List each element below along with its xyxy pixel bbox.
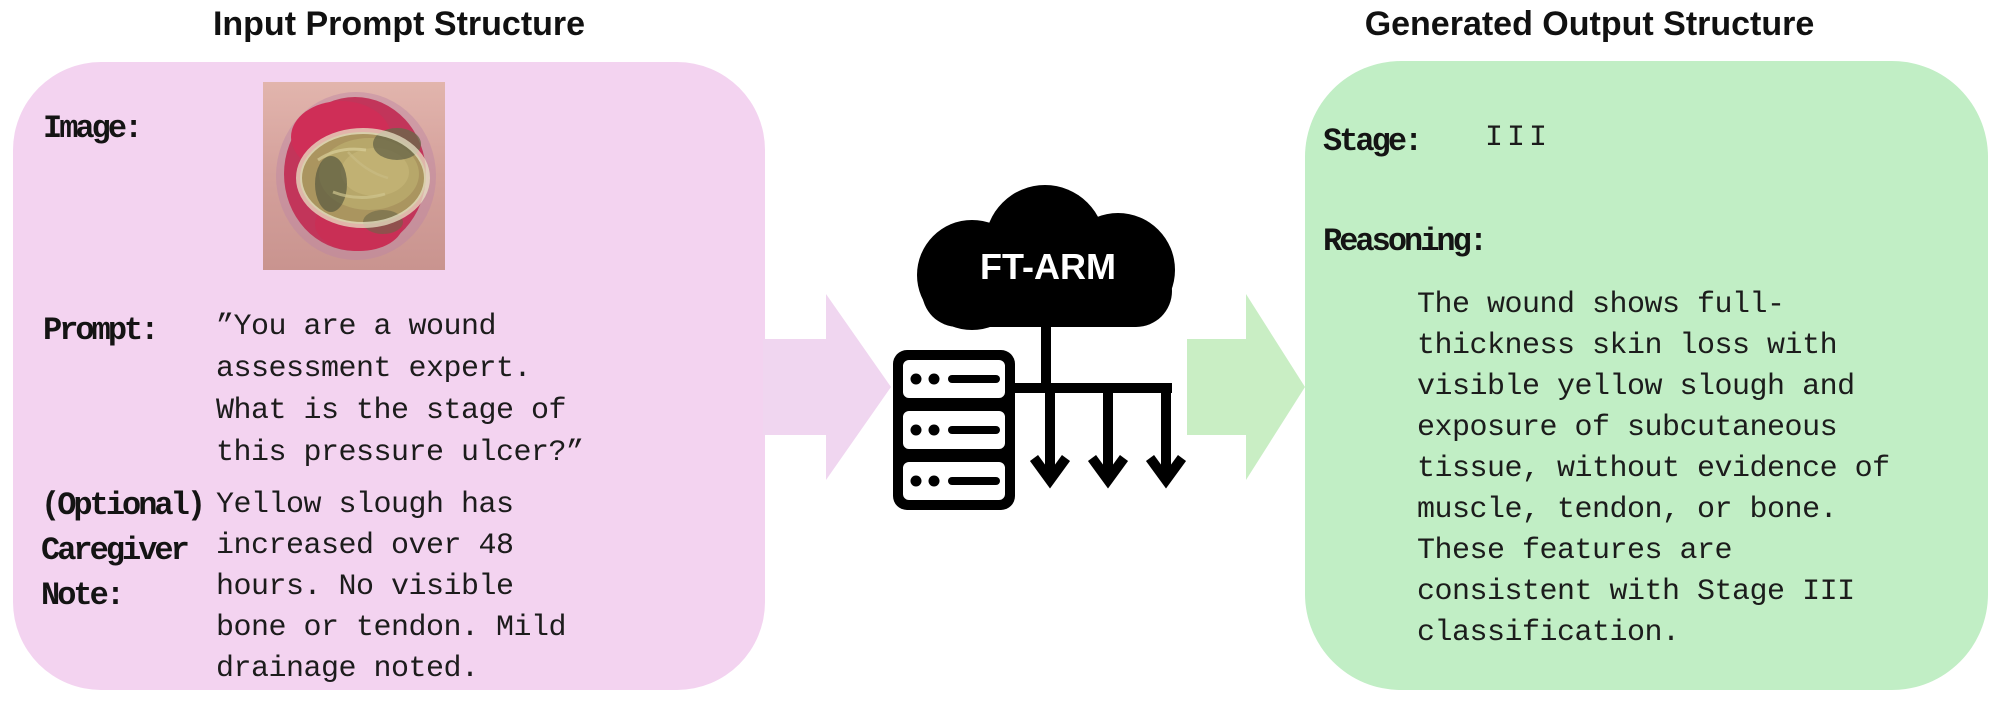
output-flow-arrow (1187, 294, 1305, 480)
model-name-label: FT-ARM (980, 246, 1116, 287)
prompt-label: Prompt: (43, 312, 159, 349)
reasoning-label: Reasoning: (1323, 223, 1488, 260)
stage-label: Stage: (1323, 123, 1423, 160)
input-structure-title: Input Prompt Structure (212, 5, 586, 43)
caregiver-note-text: Yellow slough has increased over 48 hour… (216, 488, 567, 686)
input-flow-arrow (763, 294, 891, 480)
pressure-ulcer-wound-photo (263, 82, 445, 270)
download-arrows-icon (1005, 325, 1187, 489)
stage-value: III (1485, 121, 1552, 155)
caregiver-note-label: (Optional) Caregiver Note: (41, 487, 206, 614)
prompt-text: ”You are a wound assessment expert. What… (216, 310, 584, 470)
input-prompt-panel: Image: Pr (13, 62, 765, 690)
reasoning-text: The wound shows full- thickness skin los… (1417, 288, 1890, 650)
server-stack-icon (893, 350, 1015, 510)
cloud-icon: FT-ARM (917, 185, 1175, 330)
image-label: Image: (43, 110, 143, 147)
generated-output-panel: Stage: III Reasoning: The wound shows fu… (1305, 61, 1988, 690)
output-panel-background (1305, 61, 1988, 690)
output-structure-title: Generated Output Structure (1364, 5, 1815, 43)
